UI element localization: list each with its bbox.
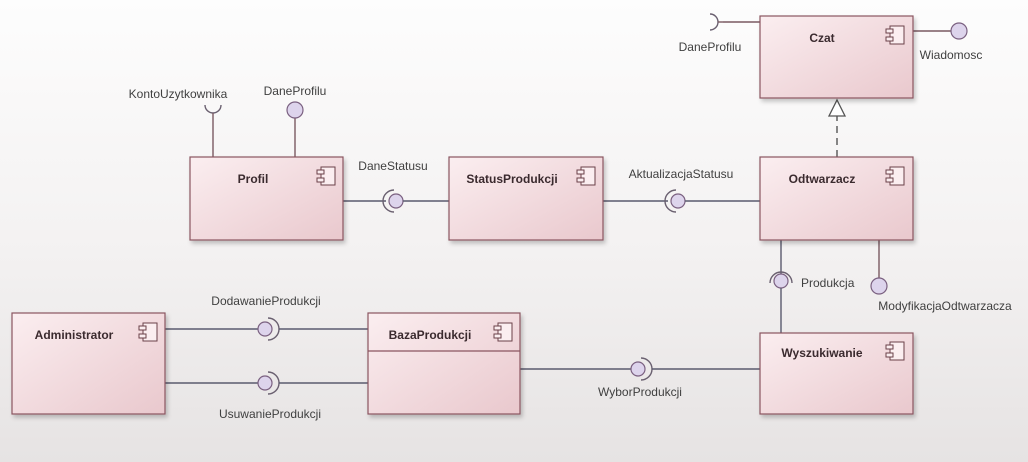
konto-label: KontoUzytkownika bbox=[129, 87, 228, 101]
component-icon bbox=[493, 322, 513, 342]
dane-profilu-czat-label: DaneProfilu bbox=[679, 40, 742, 54]
dane-profilu-czat-socket bbox=[709, 13, 719, 31]
wiadomosc-label: Wiadomosc bbox=[920, 48, 983, 62]
component-odtwarzacz[interactable]: Odtwarzacz bbox=[759, 156, 914, 241]
component-icon bbox=[138, 322, 158, 342]
component-baza-produkcji[interactable]: BazaProdukcji bbox=[367, 312, 521, 415]
dane-statusu-socket bbox=[382, 189, 395, 213]
component-icon bbox=[316, 166, 336, 186]
konto-socket bbox=[204, 104, 222, 114]
component-wyszukiwanie[interactable]: Wyszukiwanie bbox=[759, 332, 914, 415]
odtwarzacz-title: Odtwarzacz bbox=[789, 172, 856, 186]
wiadomosc-ball bbox=[950, 22, 968, 40]
component-administrator[interactable]: Administrator bbox=[11, 312, 166, 415]
usuwanie-ball bbox=[257, 375, 273, 391]
dane-statusu-label: DaneStatusu bbox=[358, 159, 427, 173]
status-title: StatusProdukcji bbox=[466, 172, 557, 186]
wybor-socket bbox=[640, 357, 653, 381]
component-icon bbox=[576, 166, 596, 186]
component-icon bbox=[885, 25, 905, 45]
aktualizacja-socket bbox=[664, 189, 677, 213]
czat-title: Czat bbox=[809, 31, 834, 45]
connectors bbox=[165, 13, 968, 395]
interface-labels: KontoUzytkownika DaneProfilu DaneProfilu… bbox=[129, 40, 1012, 421]
aktualizacja-label: AktualizacjaStatusu bbox=[629, 167, 734, 181]
dodawanie-ball bbox=[257, 321, 273, 337]
wyszukiwanie-title: Wyszukiwanie bbox=[781, 346, 862, 360]
dane-profilu-profil-ball bbox=[286, 101, 304, 119]
realization-arrowhead bbox=[827, 98, 847, 117]
dane-statusu-ball bbox=[388, 193, 404, 209]
administrator-title: Administrator bbox=[35, 328, 114, 342]
wybor-ball bbox=[630, 361, 646, 377]
dodawanie-label: DodawanieProdukcji bbox=[211, 294, 320, 308]
component-status-produkcji[interactable]: StatusProdukcji bbox=[448, 156, 604, 241]
modyfikacja-label: ModyfikacjaOdtwarzacza bbox=[878, 299, 1012, 313]
usuwanie-label: UsuwanieProdukcji bbox=[219, 407, 321, 421]
produkcja-ball bbox=[773, 273, 789, 289]
wybor-label: WyborProdukcji bbox=[598, 385, 682, 399]
produkcja-label: Produkcja bbox=[801, 276, 855, 290]
produkcja-socket bbox=[769, 271, 793, 284]
component-icon bbox=[885, 341, 905, 361]
profil-box bbox=[189, 156, 344, 241]
status-box bbox=[448, 156, 604, 241]
usuwanie-socket bbox=[267, 371, 280, 395]
component-profil[interactable]: Profil bbox=[189, 156, 344, 241]
modyfikacja-ball bbox=[870, 277, 888, 295]
component-czat[interactable]: Czat bbox=[759, 15, 914, 99]
component-icon bbox=[885, 166, 905, 186]
baza-title: BazaProdukcji bbox=[389, 328, 472, 342]
aktualizacja-ball bbox=[670, 193, 686, 209]
dodawanie-socket bbox=[267, 317, 280, 341]
profil-title: Profil bbox=[238, 172, 269, 186]
dane-profilu-profil-label: DaneProfilu bbox=[264, 84, 327, 98]
